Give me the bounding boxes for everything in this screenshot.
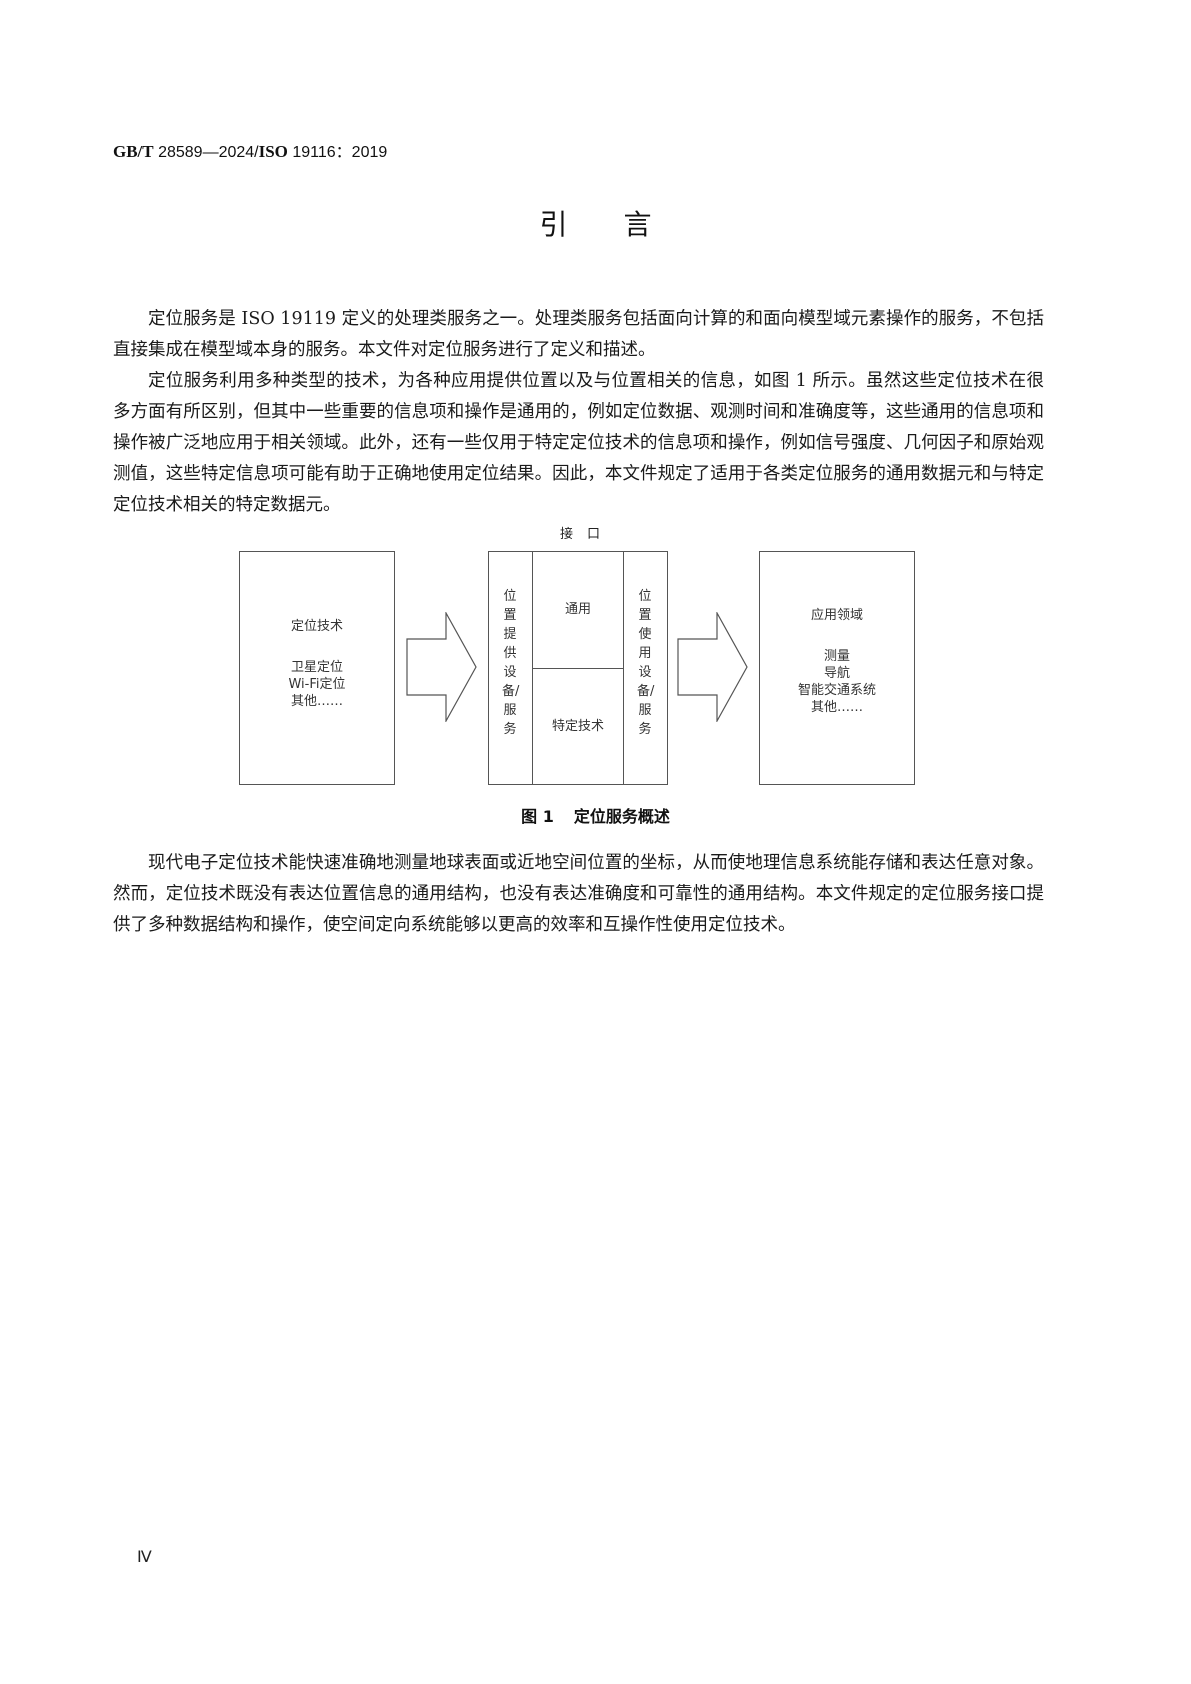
right-arrow-icon [677,612,748,722]
interface-label: 接口 [560,527,615,542]
iso-prefix: ISO [258,142,288,161]
positioning-tech-item-3: 其他…… [290,694,343,709]
provider-column-label: 位置提供设备/服务 [502,589,520,737]
page-title: 引言 [539,208,708,241]
general-cell: 通用 [564,602,591,617]
page-number: Ⅳ [137,1549,152,1566]
paragraph-2: 定位服务利用多种类型的技术，为各种应用提供位置以及与位置相关的信息，如图 1 所… [113,371,1044,515]
caption-number: 图 1 [521,807,554,826]
positioning-tech-box [239,551,395,785]
std-prefix: GB/T [113,142,154,161]
application-domain-box [759,551,915,785]
figure-caption: 图 1 定位服务概述 [0,803,1191,827]
positioning-tech-item-1: 卫星定位 [290,660,343,675]
paragraph-1: 定位服务是 ISO 19119 定义的处理类服务之一。处理类服务包括面向计算的和… [113,309,1044,360]
iso-number: 19116：2019 [292,144,388,161]
paragraph-3: 现代电子定位技术能快速准确地测量地球表面或近地空间位置的坐标，从而使地理信息系统… [113,853,1044,935]
application-item-2: 导航 [823,666,850,681]
standard-header: GB/T 28589—2024/ISO 19116：2019 [113,138,387,162]
application-item-4: 其他…… [810,700,863,715]
application-item-1: 测量 [823,649,850,664]
user-column-label: 位置使用设备/服务 [637,589,655,737]
caption-title: 定位服务概述 [573,807,670,826]
specific-tech-cell: 特定技术 [551,719,604,734]
positioning-tech-item-2: Wi-Fi定位 [288,677,346,692]
right-arrow-icon [406,612,477,722]
application-item-3: 智能交通系统 [797,683,876,698]
interface-block [488,551,668,785]
std-number: 28589—2024/ [158,144,259,161]
interface-divider [532,668,624,669]
positioning-tech-heading: 定位技术 [290,619,343,634]
application-domain-heading: 应用领域 [810,608,863,623]
